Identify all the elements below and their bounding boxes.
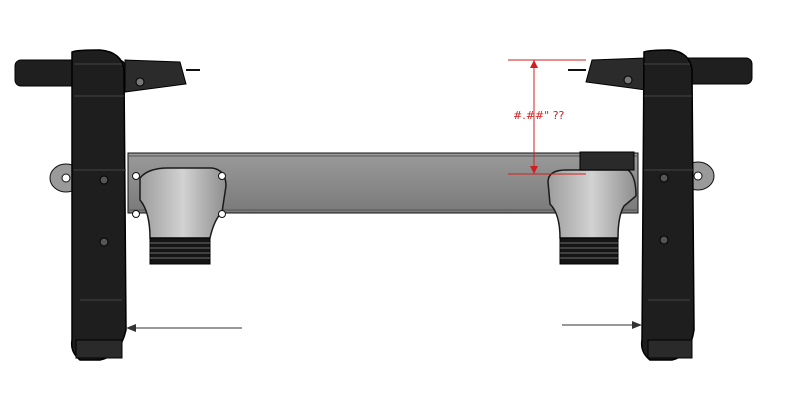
right-side-bracket [568, 49, 753, 361]
right-leader-arrow [562, 321, 642, 329]
left-leader-arrow [126, 324, 242, 332]
height-dimension: #.##" ?? [508, 59, 586, 175]
right-elbow-outlet [547, 151, 637, 265]
left-side-bracket [14, 49, 200, 361]
dimension-label: #.##" ?? [513, 109, 565, 122]
left-elbow-outlet [132, 167, 227, 265]
